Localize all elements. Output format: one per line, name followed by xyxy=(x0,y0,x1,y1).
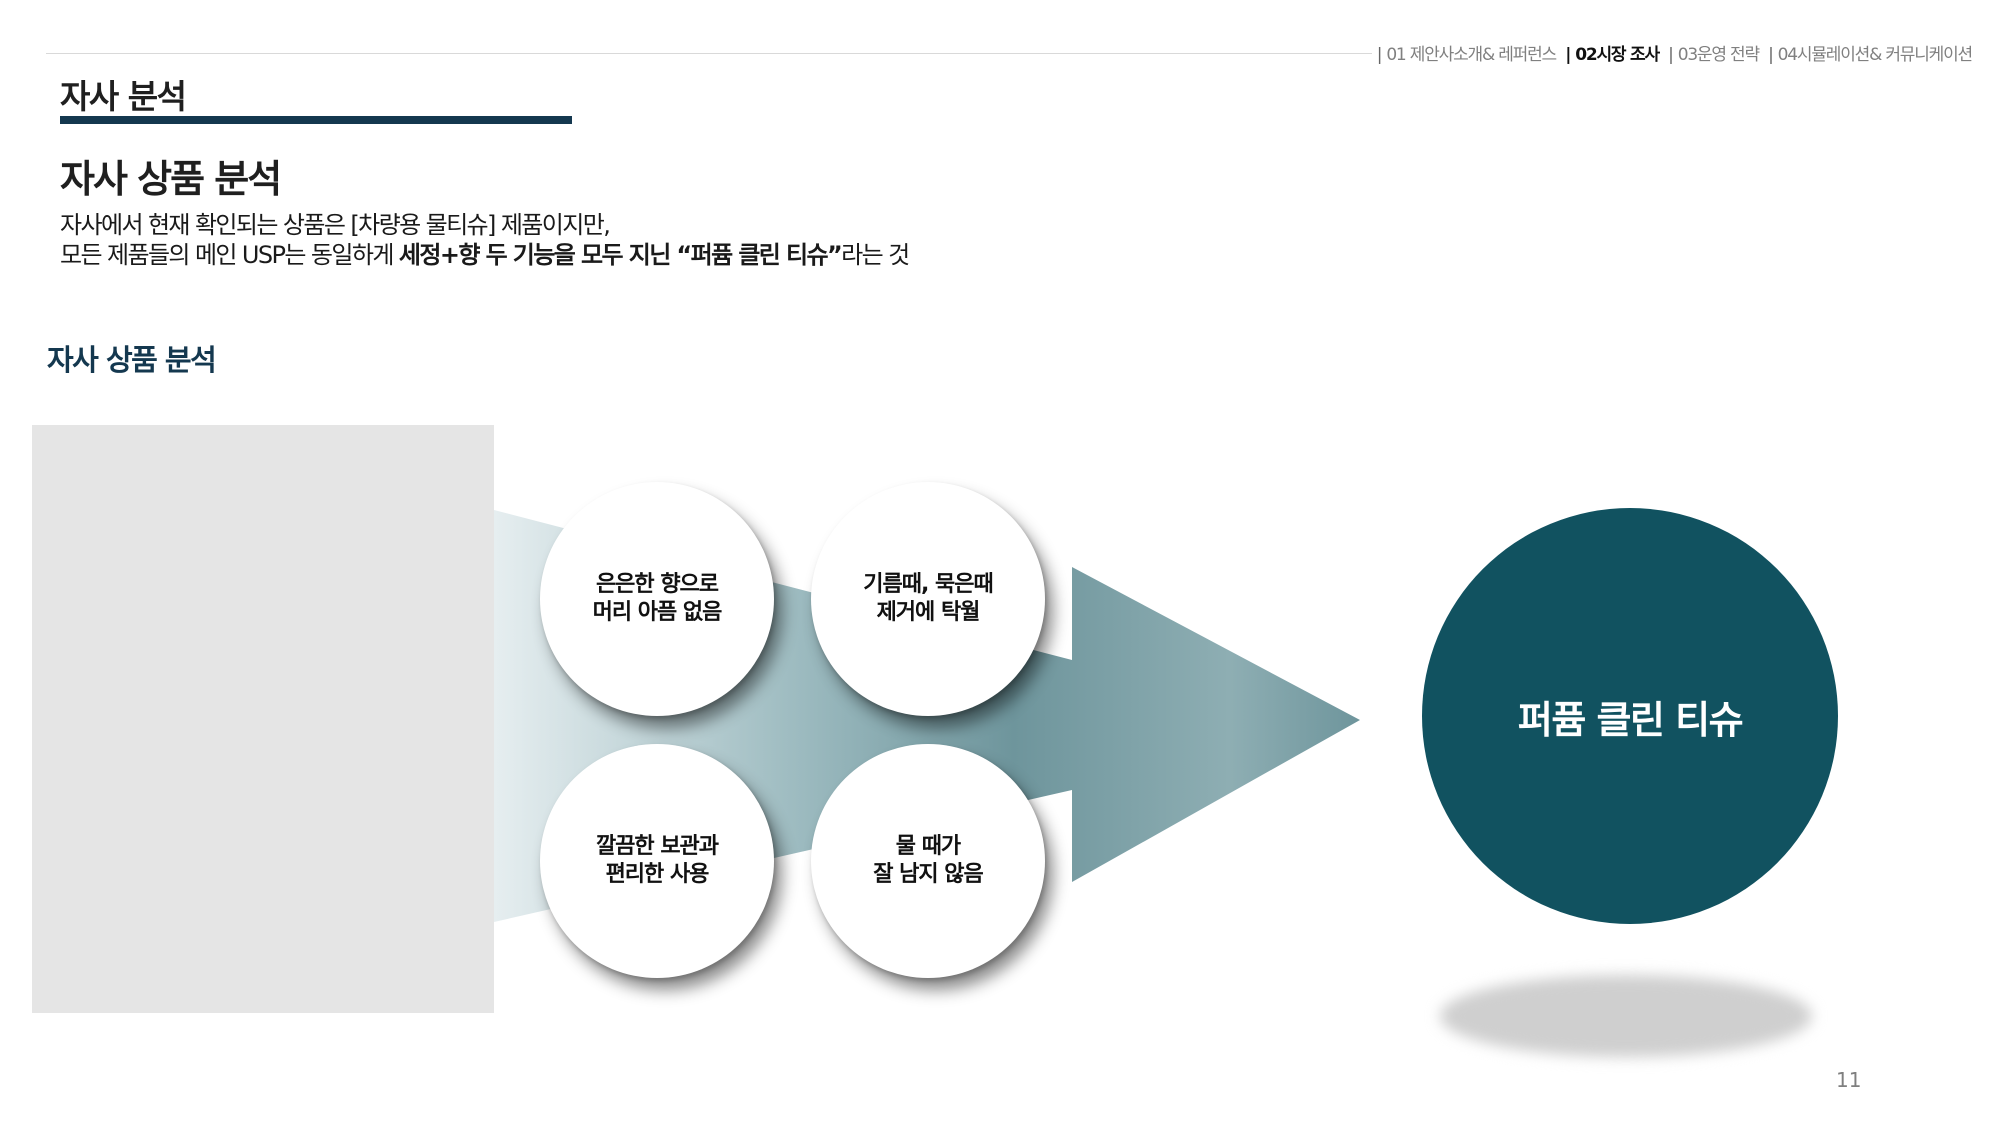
section-navigation: |01 제안사소개& 레퍼런스 |02시장 조사 |03운영 전략 |04시뮬레… xyxy=(1372,40,1974,65)
feature-text: 깔끔한 보관과 xyxy=(595,834,719,859)
result-label: 퍼퓸 클린 티슈 xyxy=(1517,697,1744,742)
feature-bubble-storage: 깔끔한 보관과 편리한 사용 xyxy=(540,744,774,978)
description: 자사에서 현재 확인되는 상품은 [차량용 물티슈] 제품이지만, 모든 제품들… xyxy=(60,210,910,270)
nav-item-market-research[interactable]: 02시장 조사 xyxy=(1575,45,1660,65)
feature-text: 제거에 탁월 xyxy=(876,600,981,625)
sub-heading: 자사 상품 분석 xyxy=(47,343,217,377)
description-highlight: 세정+향 두 기능을 모두 지닌 “퍼퓸 클린 티슈” xyxy=(398,241,843,269)
description-line-2: 모든 제품들의 메인 USP는 동일하게 세정+향 두 기능을 모두 지닌 “퍼… xyxy=(60,240,910,270)
feature-text: 은은한 향으로 xyxy=(595,572,719,597)
description-line-1: 자사에서 현재 확인되는 상품은 [차량용 물티슈] 제품이지만, xyxy=(60,211,611,239)
result-circle: 퍼퓸 클린 티슈 xyxy=(1422,508,1838,924)
nav-item-operation-strategy[interactable]: 03운영 전략 xyxy=(1677,45,1760,65)
product-image-placeholder xyxy=(32,425,494,1013)
title-underline xyxy=(60,116,572,124)
section-title: 자사 분석 xyxy=(60,77,187,116)
description-line-2-prefix: 모든 제품들의 메인 USP는 동일하게 xyxy=(60,241,399,269)
feature-text: 머리 아픔 없음 xyxy=(592,600,723,625)
feature-text: 편리한 사용 xyxy=(605,862,710,887)
nav-separator: | xyxy=(1376,45,1383,65)
nav-item-simulation[interactable]: 04시뮬레이션& 커뮤니케이션 xyxy=(1777,45,1974,65)
header-divider xyxy=(46,53,1372,54)
feature-bubble-no-water-marks: 물 때가 잘 남지 않음 xyxy=(811,744,1045,978)
nav-separator: | xyxy=(1668,45,1674,65)
description-line-2-suffix: 라는 것 xyxy=(841,241,910,269)
nav-separator: | xyxy=(1565,45,1571,65)
feature-bubble-cleaning: 기름때, 묵은때 제거에 탁월 xyxy=(811,482,1045,716)
feature-text: 잘 남지 않음 xyxy=(873,862,984,887)
page-heading: 자사 상품 분석 xyxy=(60,157,282,201)
result-shadow xyxy=(1440,975,1812,1057)
feature-bubble-scent: 은은한 향으로 머리 아픔 없음 xyxy=(540,482,774,716)
page-number: 11 xyxy=(1836,1068,1862,1092)
nav-item-company-intro[interactable]: 01 제안사소개& 레퍼런스 xyxy=(1386,45,1557,65)
feature-text: 물 때가 xyxy=(895,834,961,859)
nav-separator: | xyxy=(1768,45,1774,65)
feature-text: 기름때, 묵은때 xyxy=(863,572,993,597)
